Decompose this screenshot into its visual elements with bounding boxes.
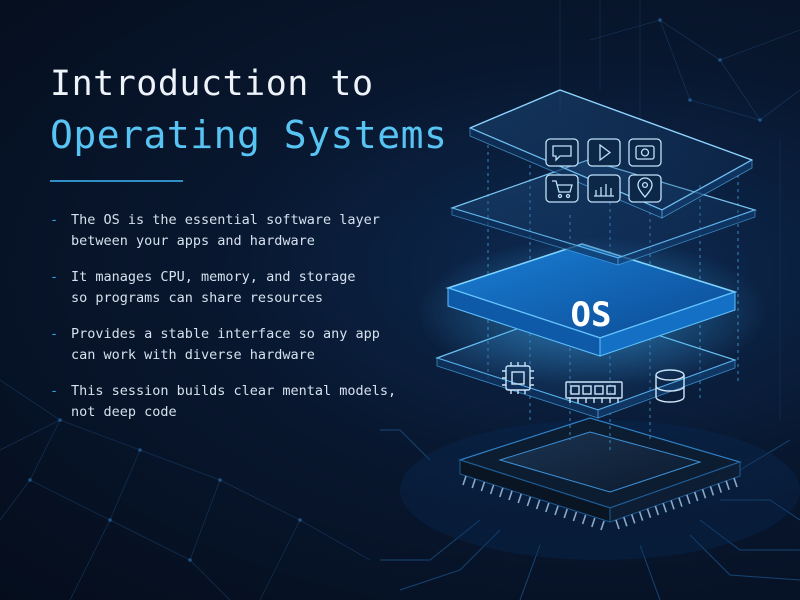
bullet-text-line: not deep code — [71, 404, 177, 420]
bullet-list: - The OS is the essential software layer… — [50, 210, 420, 438]
bullet-item: - This session builds clear mental model… — [50, 381, 420, 423]
camera-icon — [628, 138, 662, 167]
bullet-text-line: Provides a stable interface so any app — [71, 326, 380, 342]
bullet-text-line: so programs can share resources — [71, 290, 323, 306]
bullet-text-line: It manages CPU, memory, and storage — [71, 269, 356, 285]
bullet-text-line: This session builds clear mental models, — [71, 383, 397, 399]
title-line-1: Introduction to — [50, 64, 374, 104]
cart-icon — [545, 174, 579, 203]
bullet-marker: - — [50, 326, 59, 342]
apps-layer — [469, 89, 753, 219]
bullet-text-line: The OS is the essential software layer — [71, 212, 380, 228]
title-line-2: Operating Systems — [50, 113, 448, 157]
bullet-item: - The OS is the essential software layer… — [50, 210, 420, 252]
location-pin-icon — [628, 174, 662, 203]
chat-icon — [545, 138, 579, 167]
bar-chart-icon — [587, 174, 621, 203]
bullet-text-line: between your apps and hardware — [71, 233, 315, 249]
processor-chip — [400, 417, 800, 560]
os-label: OS — [571, 295, 612, 335]
bullet-marker: - — [50, 212, 59, 228]
os-layer: OS — [417, 237, 767, 387]
title-divider — [50, 180, 183, 182]
bullet-marker: - — [50, 383, 59, 399]
bullet-item: - Provides a stable interface so any app… — [50, 324, 420, 366]
bullet-item: - It manages CPU, memory, and storage so… — [50, 267, 420, 309]
bullet-marker: - — [50, 269, 59, 285]
middle-layer — [450, 159, 757, 266]
play-icon — [587, 138, 621, 167]
bullet-text-line: can work with diverse hardware — [71, 347, 315, 363]
